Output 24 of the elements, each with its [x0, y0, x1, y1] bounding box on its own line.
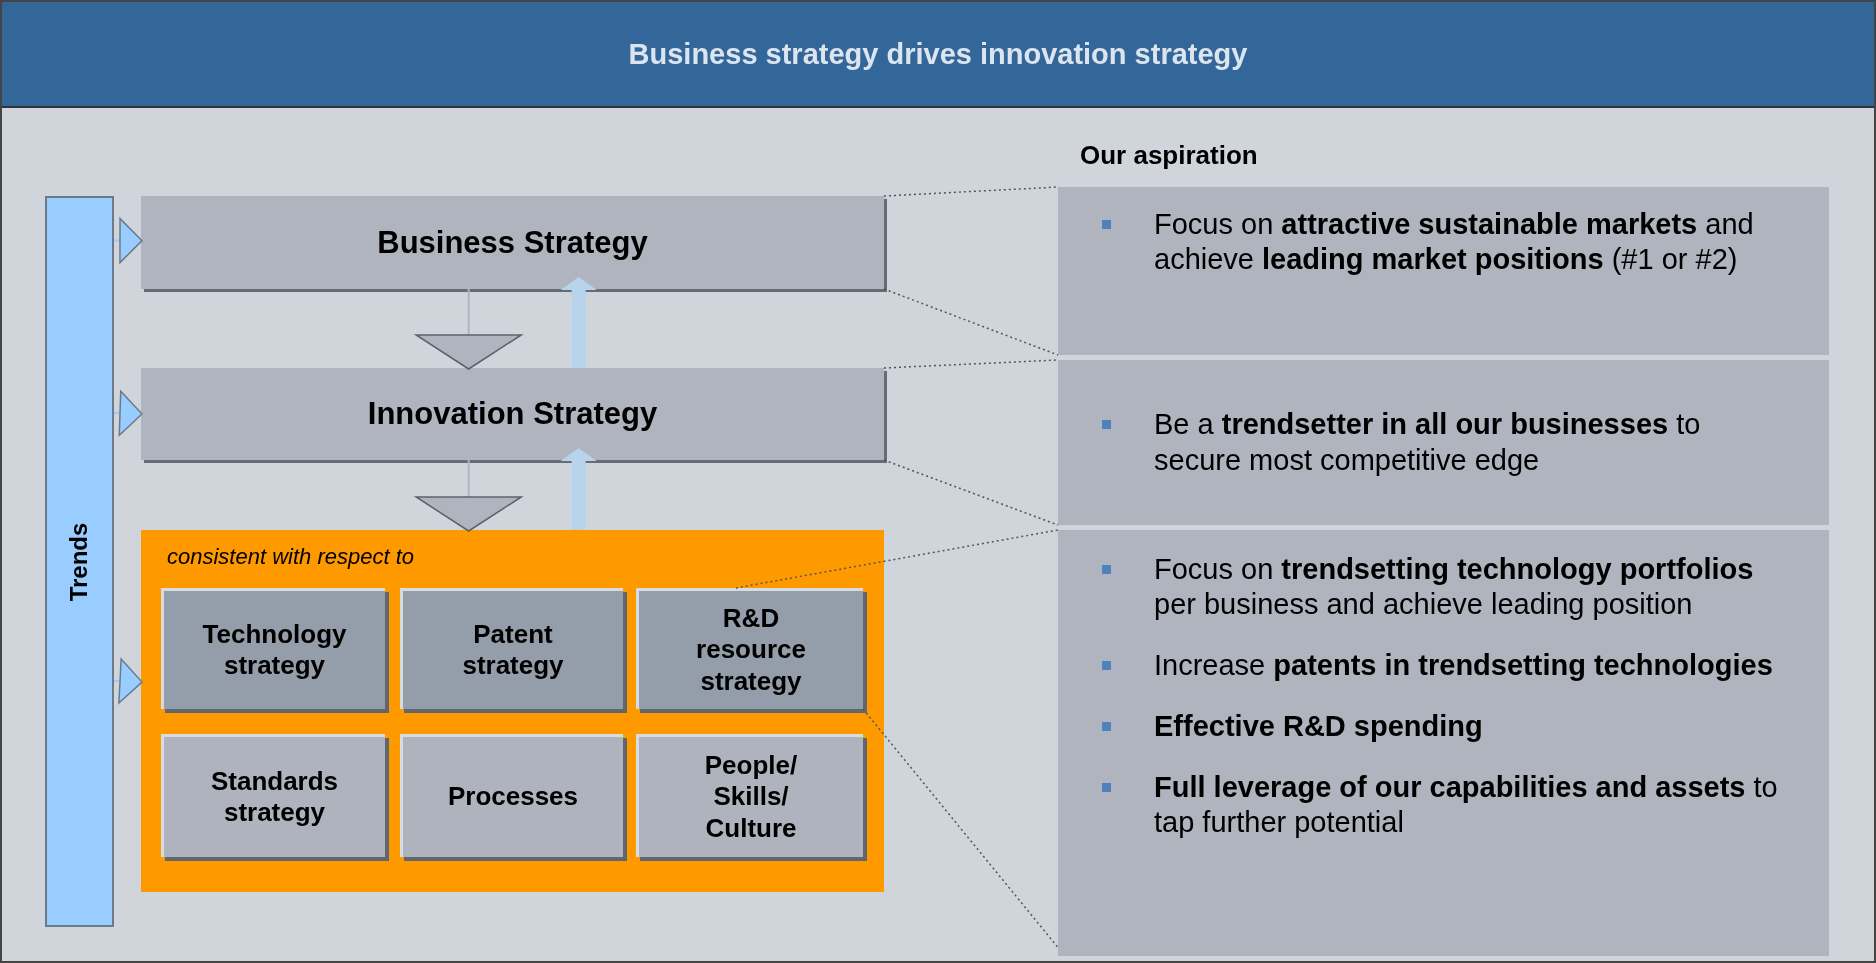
- bullet-text: Full leverage of our capabilities and assets to tap further potential: [1154, 770, 1779, 841]
- box-label: R&D resource strategy: [695, 603, 807, 697]
- group-panel: [141, 530, 884, 892]
- box-label: Technology strategy: [201, 618, 348, 682]
- aspiration-panel: [1058, 360, 1829, 525]
- trends-bar: [45, 196, 114, 927]
- box-label: Standards strategy: [209, 765, 340, 829]
- box-label: People/ Skills/ Culture: [703, 750, 799, 844]
- box-label: Business Strategy: [377, 224, 648, 261]
- box-label: Innovation Strategy: [367, 396, 658, 432]
- bar-label: Trends: [65, 522, 94, 601]
- box-label: Patent strategy: [461, 618, 565, 682]
- box-label: Processes: [447, 781, 579, 813]
- bullet-text: Focus on attractive sustainable markets and achieve leading market positions (#1 or #2): [1154, 207, 1755, 278]
- bullet-text: Effective R&D spending: [1154, 709, 1483, 745]
- bullet-text: Increase patents in trendsetting technologies: [1154, 648, 1773, 684]
- strategy-box: [141, 196, 884, 289]
- bullet-text: Focus on trendsetting technology portfolios per business and achieve leading position: [1154, 552, 1755, 623]
- group-heading: consistent with respect to: [167, 544, 414, 570]
- title: Business strategy drives innovation strategy: [628, 37, 1248, 71]
- strategy-box: [141, 368, 884, 460]
- bullet-text: Be a trendsetter in all our businesses to secure most competitive edge: [1154, 407, 1702, 478]
- aspiration-panel: [1058, 530, 1829, 956]
- section-heading: Our aspiration: [1080, 140, 1258, 171]
